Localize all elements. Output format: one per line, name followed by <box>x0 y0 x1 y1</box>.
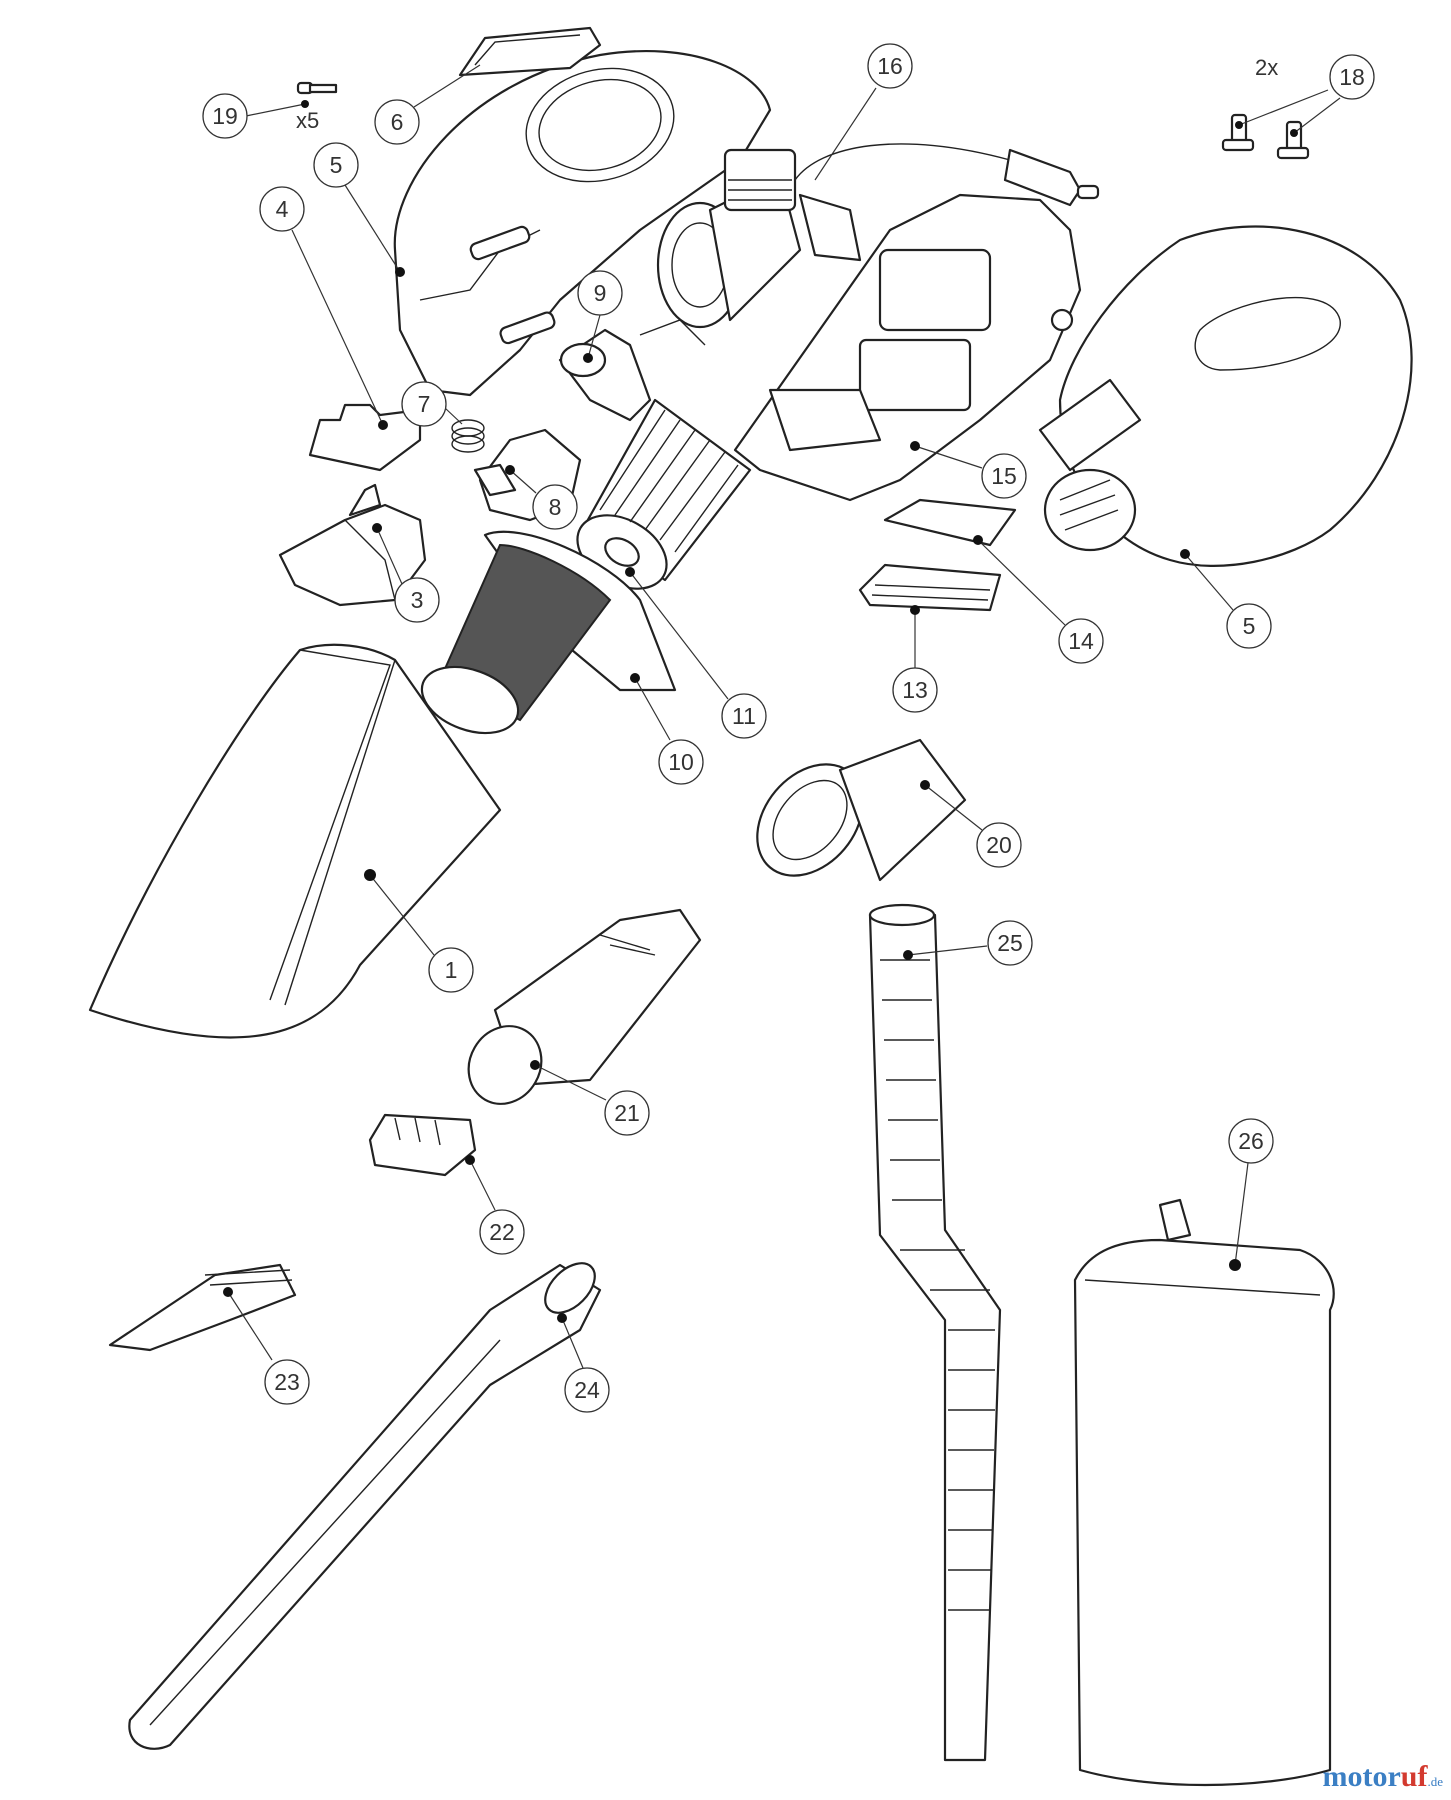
housing-upper-part <box>393 50 772 397</box>
button-part-9 <box>558 319 706 422</box>
nozzle-part-21 <box>467 908 702 1105</box>
svg-text:7: 7 <box>418 391 431 417</box>
callout-6: 6 <box>374 64 481 145</box>
watermark-suffix: .de <box>1427 1774 1443 1789</box>
quantity-label-18: 2x <box>1255 55 1278 80</box>
callout-19: 19 <box>202 93 309 139</box>
watermark-logo: motoruf.de <box>1322 1760 1443 1794</box>
svg-text:9: 9 <box>594 280 607 306</box>
watermark-text-a: motor <box>1322 1760 1401 1793</box>
callout-9: 9 <box>577 270 623 363</box>
svg-text:10: 10 <box>668 749 694 775</box>
brush-part-20 <box>756 738 967 882</box>
callout-15: 15 <box>910 441 1027 499</box>
watermark-text-b: uf <box>1400 1760 1428 1793</box>
svg-text:5: 5 <box>330 152 343 178</box>
spring-part-7 <box>451 419 485 453</box>
filter-frame-part-13 <box>858 563 1002 612</box>
svg-text:5: 5 <box>1243 613 1256 639</box>
callout-23: 23 <box>223 1287 310 1405</box>
svg-text:18: 18 <box>1339 64 1365 90</box>
long-crevice-tool-part-24 <box>128 1262 602 1750</box>
svg-text:26: 26 <box>1238 1128 1264 1154</box>
callout-1: 1 <box>364 869 474 993</box>
svg-text:1: 1 <box>445 957 458 983</box>
svg-text:8: 8 <box>549 494 562 520</box>
callout-10: 10 <box>630 673 704 785</box>
svg-text:13: 13 <box>902 677 928 703</box>
svg-text:6: 6 <box>391 109 404 135</box>
svg-text:14: 14 <box>1068 628 1094 654</box>
clip-part-4 <box>308 403 422 472</box>
svg-text:16: 16 <box>877 53 903 79</box>
svg-text:25: 25 <box>997 930 1023 956</box>
svg-text:3: 3 <box>411 587 424 613</box>
callout-5-left: 5 <box>313 142 405 277</box>
callout-8: 8 <box>505 465 578 530</box>
callout-24: 24 <box>557 1313 610 1413</box>
callout-26: 26 <box>1228 1118 1274 1271</box>
clip-part-22 <box>368 1113 477 1177</box>
svg-text:20: 20 <box>986 832 1012 858</box>
callout-18: 18 <box>1235 54 1375 137</box>
svg-text:23: 23 <box>274 1369 300 1395</box>
svg-text:11: 11 <box>732 703 756 729</box>
chassis-part-15 <box>733 193 1082 502</box>
callout-7: 7 <box>401 381 463 427</box>
callout-14: 14 <box>973 535 1104 664</box>
callout-25: 25 <box>903 920 1033 966</box>
filter-cone-part-10 <box>420 530 677 735</box>
quantity-label-19: x5 <box>296 108 319 133</box>
screw-part-19 <box>296 81 338 95</box>
dust-bowl-part-1 <box>88 643 502 1039</box>
callout-16: 16 <box>814 43 913 181</box>
svg-text:19: 19 <box>212 103 238 129</box>
svg-text:4: 4 <box>276 196 289 222</box>
svg-text:15: 15 <box>991 463 1017 489</box>
prefilter-part-14 <box>883 498 1017 547</box>
crevice-tool-part-23 <box>108 1263 297 1352</box>
hose-part-25 <box>868 903 1002 1762</box>
callout-4: 4 <box>259 186 388 430</box>
callout-22: 22 <box>465 1155 525 1255</box>
nozzle-part-3 <box>278 483 427 607</box>
callout-3: 3 <box>372 523 440 623</box>
callout-21: 21 <box>530 1060 650 1136</box>
callout-13: 13 <box>892 605 938 713</box>
storage-bag-part-26 <box>1073 1198 1335 1787</box>
motor-cable-part-16 <box>656 143 1100 329</box>
svg-text:24: 24 <box>574 1377 600 1403</box>
callout-20: 20 <box>920 780 1022 868</box>
callout-5-right: 5 <box>1180 549 1272 649</box>
callout-11: 11 <box>625 567 767 739</box>
handle-grip-part-6 <box>458 26 602 77</box>
svg-text:22: 22 <box>489 1219 515 1245</box>
housing-outer-part <box>1038 225 1413 567</box>
svg-text:21: 21 <box>614 1100 640 1126</box>
